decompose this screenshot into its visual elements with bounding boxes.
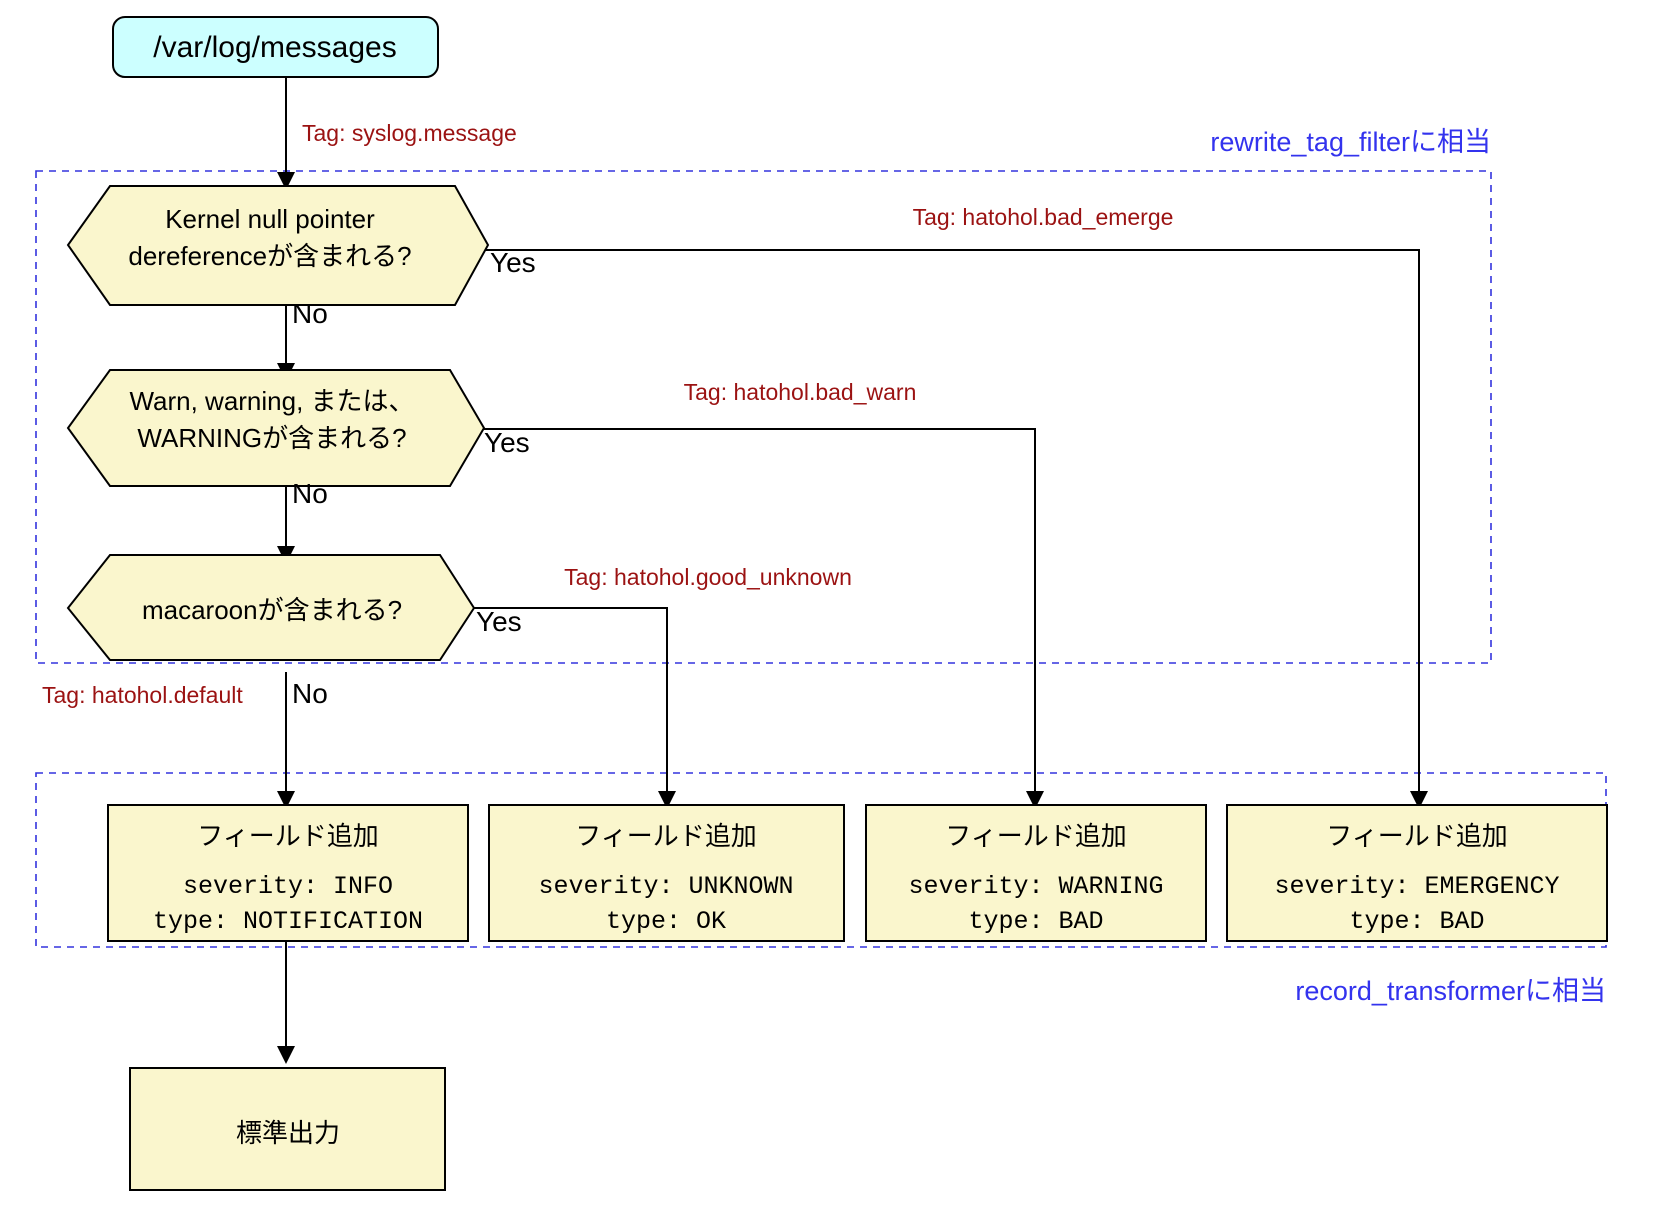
node-field-add-emergency[interactable] [1226, 804, 1608, 942]
node-field-add-unknown-heading: フィールド追加 [575, 821, 756, 851]
node-source-file-label: /var/log/messages [153, 31, 396, 64]
node-decision-kernel-line2: dereferenceが含まれる? [128, 241, 411, 271]
node-field-add-warning-heading: フィールド追加 [945, 821, 1126, 851]
node-field-add-emergency-severity: severity: EMERGENCY [1274, 872, 1559, 901]
edge-d3-yes-to-fb2 [470, 607, 676, 809]
node-field-add-info-severity: severity: INFO [183, 872, 393, 901]
node-field-add-info-type: type: NOTIFICATION [153, 907, 423, 936]
node-field-add-warning-type: type: BAD [968, 907, 1103, 936]
tag-label-good-unknown: Tag: hatohol.good_unknown [564, 564, 852, 590]
node-source-file[interactable] [112, 16, 439, 78]
node-field-add-warning[interactable] [865, 804, 1207, 942]
node-field-add-info-heading: フィールド追加 [197, 821, 378, 851]
tag-label-bad-warn: Tag: hatohol.bad_warn [684, 379, 917, 405]
edge-label-d3-no: No [292, 678, 328, 709]
tag-label-syslog-message: Tag: syslog.message [302, 120, 517, 146]
edge-label-d2-no: No [292, 478, 328, 509]
edge-d2-yes-to-fb3 [478, 428, 1044, 809]
edge-label-d3-yes: Yes [476, 606, 522, 637]
node-decision-kernel-line1: Kernel null pointer [165, 204, 375, 234]
node-field-add-unknown-type: type: OK [606, 907, 726, 936]
edge-label-d1-no: No [292, 298, 328, 329]
node-standard-output-label: 標準出力 [236, 1118, 340, 1148]
node-decision-macaroon[interactable] [66, 554, 476, 661]
node-field-add-warning-severity: severity: WARNING [908, 872, 1163, 901]
group-label-rewrite-tag-filter: rewrite_tag_filterに相当 [1210, 127, 1491, 157]
tag-label-bad-emerge: Tag: hatohol.bad_emerge [913, 204, 1174, 230]
node-field-add-emergency-heading: フィールド追加 [1326, 821, 1507, 851]
node-field-add-emergency-type: type: BAD [1349, 907, 1484, 936]
node-decision-macaroon-line1: macaroonが含まれる? [142, 595, 402, 625]
node-standard-output[interactable] [129, 1067, 446, 1191]
node-field-add-unknown[interactable] [488, 804, 845, 942]
edge-label-d1-yes: Yes [490, 247, 536, 278]
node-decision-warning[interactable] [66, 369, 486, 487]
node-field-add-info[interactable] [107, 804, 469, 942]
node-field-add-unknown-severity: severity: UNKNOWN [538, 872, 793, 901]
group-label-record-transformer: record_transformerに相当 [1295, 976, 1606, 1006]
node-decision-kernel-null-pointer[interactable] [66, 185, 490, 306]
node-decision-warning-line2: WARNINGが含まれる? [137, 423, 406, 453]
tag-label-default: Tag: hatohol.default [42, 682, 243, 708]
edge-d1-yes-to-fb4 [482, 249, 1428, 809]
edge-label-d2-yes: Yes [484, 427, 530, 458]
node-decision-warning-line1: Warn, warning, または、 [129, 386, 414, 416]
